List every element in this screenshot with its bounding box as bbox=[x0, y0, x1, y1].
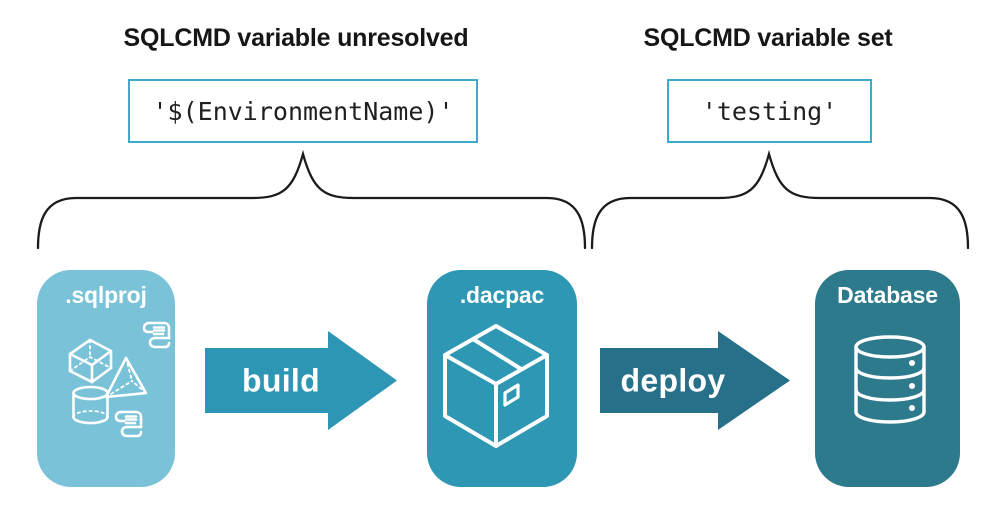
node-dacpac: .dacpac bbox=[427, 270, 577, 487]
sql-objects-icon bbox=[68, 321, 171, 438]
package-icon bbox=[443, 324, 549, 448]
heading-variable-set: SQLCMD variable set bbox=[643, 24, 893, 52]
build-arrow-label: build bbox=[242, 362, 320, 399]
node-database: Database bbox=[815, 270, 960, 487]
left-brace bbox=[36, 149, 587, 250]
code-box-testing: 'testing' bbox=[667, 79, 872, 143]
deploy-arrow bbox=[600, 331, 790, 430]
build-arrow bbox=[205, 331, 397, 430]
database-icon bbox=[854, 335, 926, 424]
node-dacpac-label: .dacpac bbox=[459, 282, 545, 308]
deploy-arrow-label: deploy bbox=[620, 362, 726, 399]
code-box-environment-name: '$(EnvironmentName)' bbox=[128, 79, 478, 143]
heading-variable-unresolved: SQLCMD variable unresolved bbox=[123, 24, 469, 52]
node-sqlproj-label: .sqlproj bbox=[65, 282, 147, 308]
code-value-unresolved: '$(EnvironmentName)' bbox=[152, 96, 454, 126]
database-dots bbox=[909, 360, 915, 411]
node-sqlproj: .sqlproj bbox=[37, 270, 175, 487]
code-value-set: 'testing' bbox=[701, 96, 838, 126]
node-database-label: Database bbox=[837, 282, 938, 308]
right-brace bbox=[590, 149, 970, 250]
